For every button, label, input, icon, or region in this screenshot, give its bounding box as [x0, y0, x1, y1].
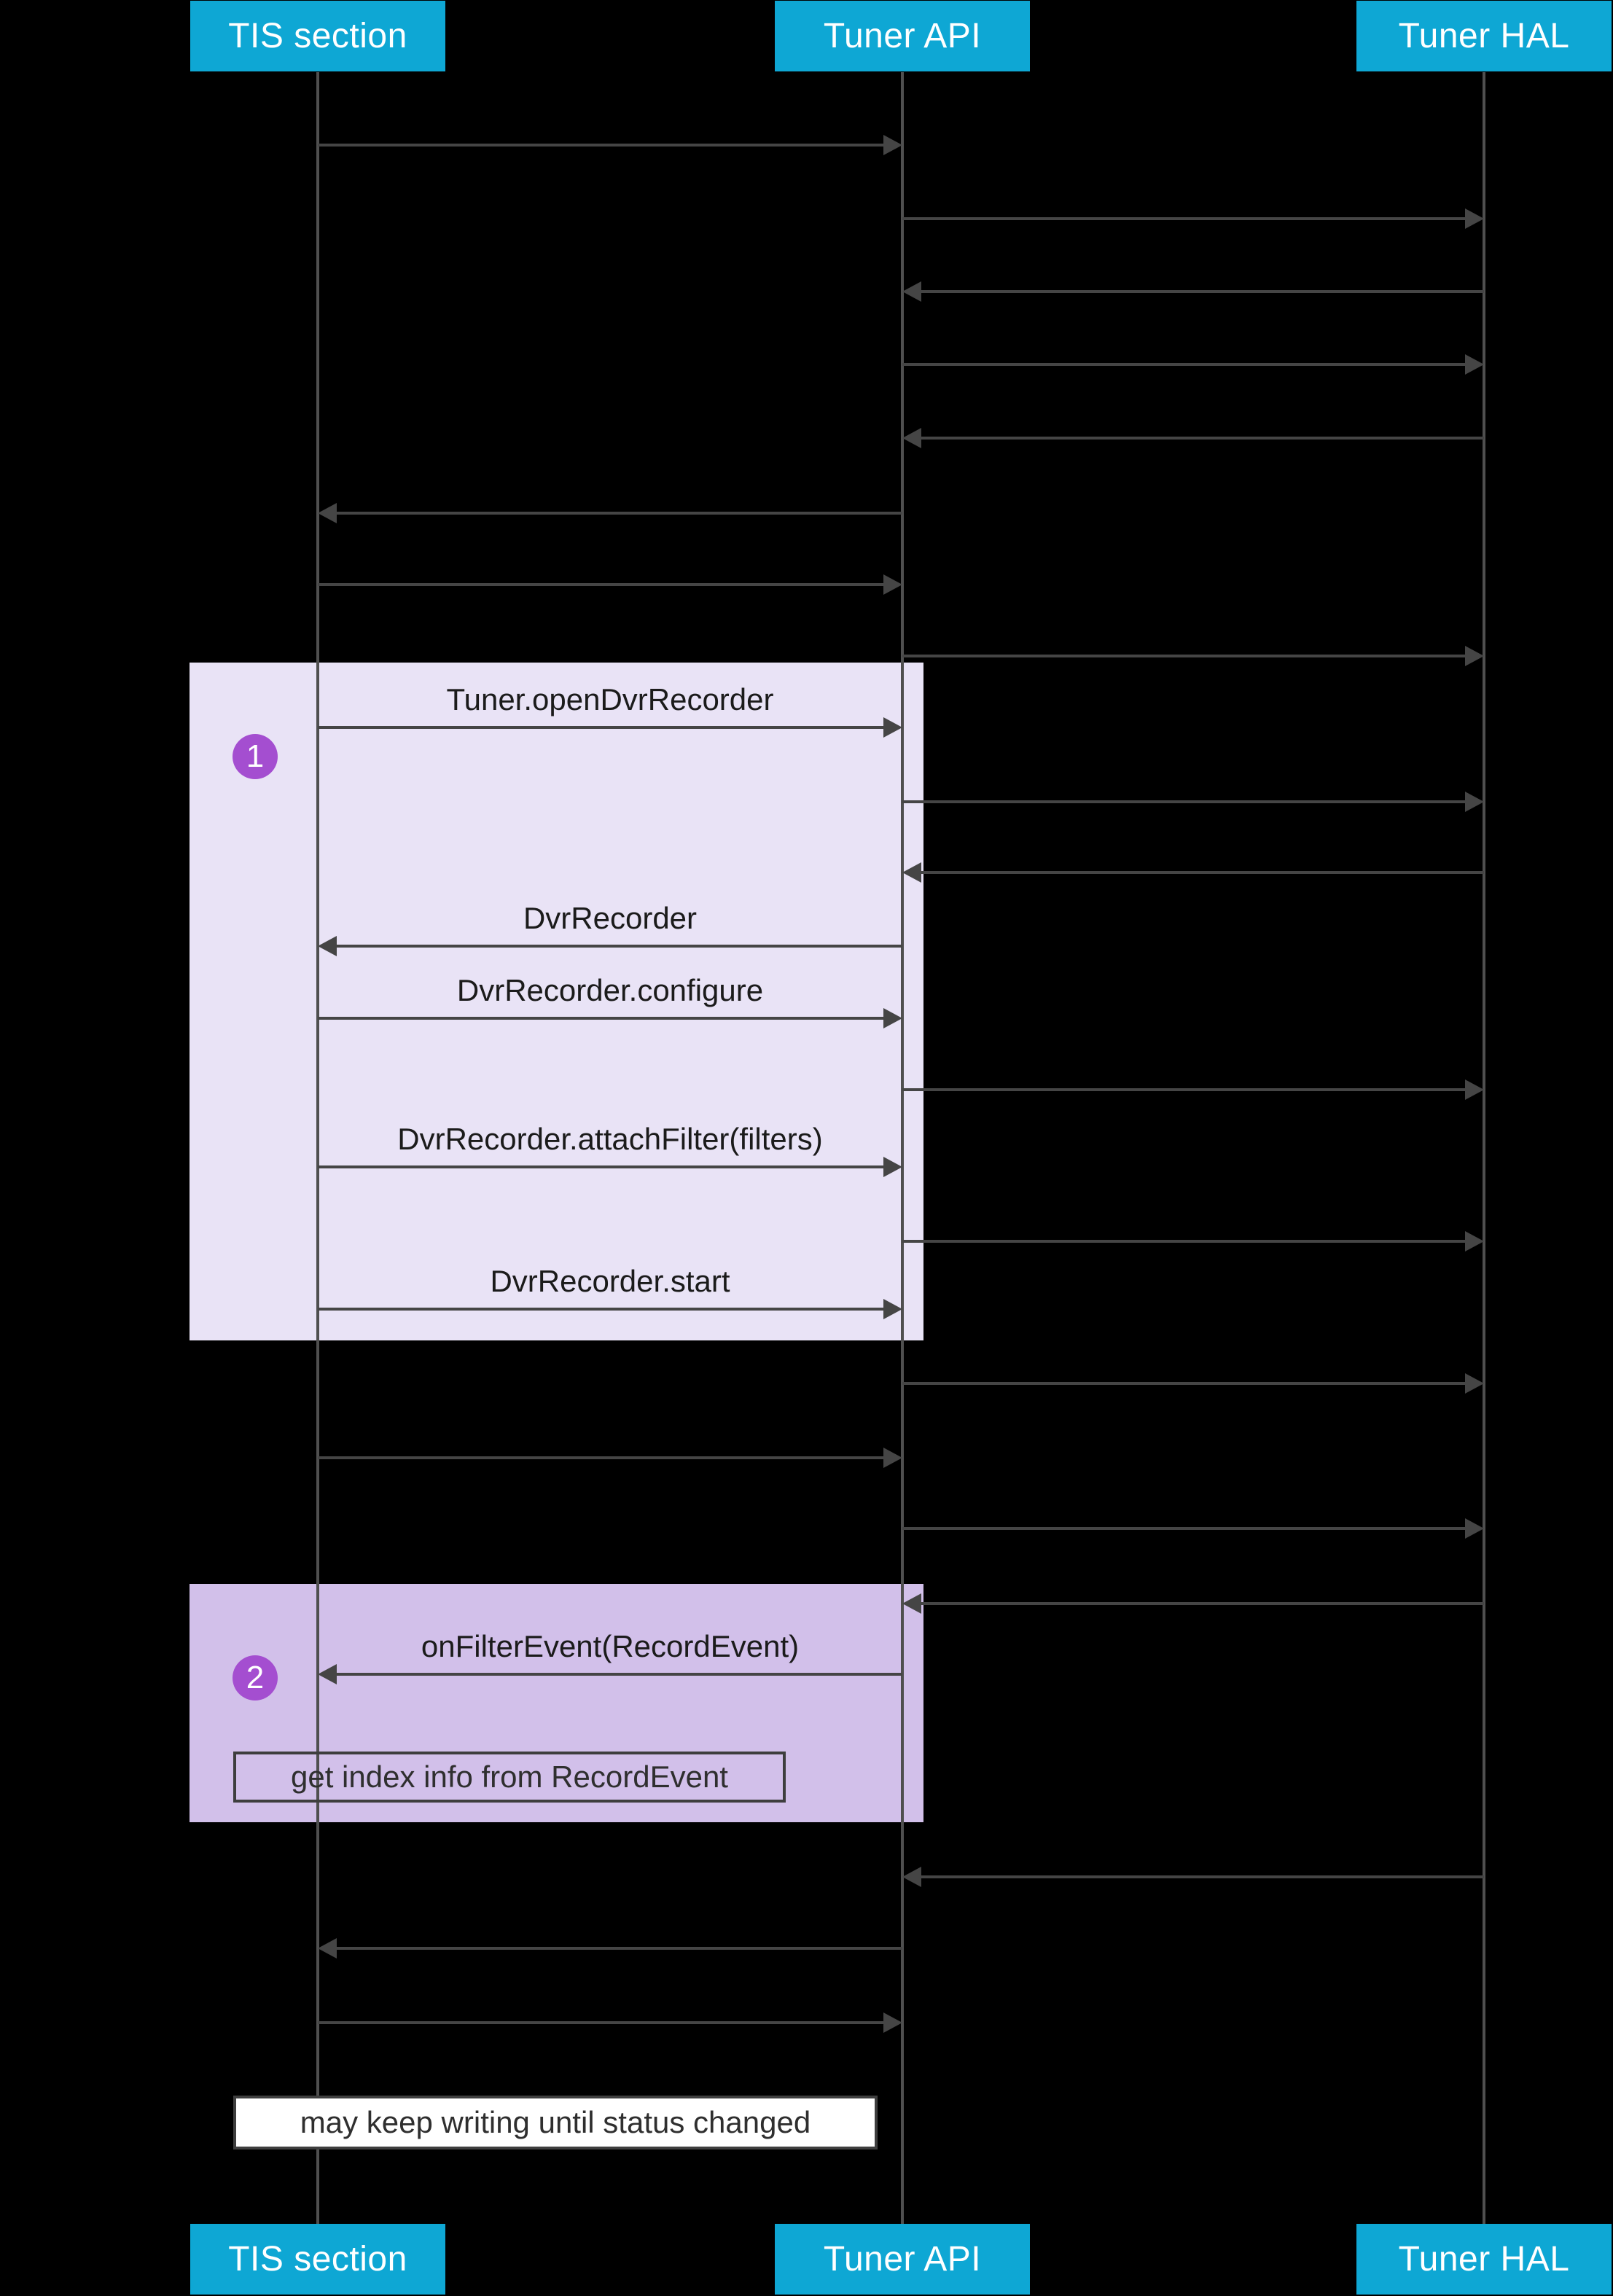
message-label: DvrRecorder.attachFilter(filters)	[397, 1122, 823, 1156]
message-label: DvrRecorder.configure	[456, 973, 764, 1007]
fragment-1	[190, 663, 923, 1340]
message-line	[902, 217, 1468, 220]
message-line	[918, 1602, 1484, 1605]
message-arrowhead	[883, 135, 902, 155]
participant-top-hal: Tuner HAL	[1356, 1, 1612, 71]
fragment-2	[190, 1584, 923, 1822]
message-arrowhead	[1465, 1373, 1484, 1394]
participant-bottom-hal: Tuner HAL	[1356, 2224, 1612, 2295]
message-line	[918, 437, 1484, 440]
message-arrowhead	[902, 428, 921, 448]
message-line	[902, 1088, 1468, 1091]
message-arrowhead	[318, 1938, 337, 1959]
message-line	[318, 726, 886, 729]
message-arrowhead	[902, 1593, 921, 1614]
message-line	[902, 800, 1468, 803]
message-line	[318, 1165, 886, 1168]
message-line	[318, 1017, 886, 1020]
message-line	[918, 290, 1484, 293]
message-arrowhead	[1465, 208, 1484, 229]
message-line	[902, 1527, 1468, 1530]
message-arrowhead	[318, 503, 337, 523]
message-line	[902, 363, 1468, 366]
message-line	[318, 2021, 886, 2024]
lifeline-tis	[316, 72, 319, 2224]
message-line	[318, 144, 886, 147]
message-line	[334, 945, 902, 948]
lifeline-api	[901, 72, 904, 2224]
message-arrowhead	[883, 717, 902, 738]
message-arrowhead	[883, 1157, 902, 1177]
message-line	[318, 1308, 886, 1311]
message-line	[902, 655, 1468, 657]
participant-top-tis: TIS section	[190, 1, 445, 71]
message-arrowhead	[883, 574, 902, 595]
note-box: may keep writing until status changed	[233, 2096, 878, 2149]
message-arrowhead	[902, 862, 921, 883]
message-arrowhead	[883, 1008, 902, 1028]
message-arrowhead	[883, 1448, 902, 1468]
participant-bottom-tis: TIS section	[190, 2224, 445, 2295]
message-line	[334, 1673, 902, 1676]
message-label: onFilterEvent(RecordEvent)	[421, 1629, 800, 1663]
message-line	[334, 512, 902, 515]
message-line	[902, 1240, 1468, 1243]
message-arrowhead	[883, 2012, 902, 2033]
fragment-number-badge: 1	[233, 734, 278, 779]
message-label: DvrRecorder.start	[490, 1264, 730, 1298]
message-line	[334, 1947, 902, 1950]
participant-bottom-api: Tuner API	[775, 2224, 1030, 2295]
message-arrowhead	[902, 281, 921, 302]
message-arrowhead	[318, 936, 337, 956]
message-arrowhead	[1465, 1079, 1484, 1100]
message-line	[318, 583, 886, 586]
message-line	[918, 1875, 1484, 1878]
message-label: DvrRecorder	[523, 901, 698, 935]
message-label: Tuner.openDvrRecorder	[446, 682, 774, 716]
fragment-number-badge: 2	[233, 1655, 278, 1700]
lifeline-hal	[1483, 72, 1485, 2224]
message-arrowhead	[1465, 1518, 1484, 1539]
note-box: get index info from RecordEvent	[233, 1752, 786, 1803]
participant-top-api: Tuner API	[775, 1, 1030, 71]
message-arrowhead	[1465, 354, 1484, 375]
message-line	[318, 1456, 886, 1459]
message-arrowhead	[902, 1867, 921, 1887]
message-line	[918, 871, 1484, 874]
message-arrowhead	[883, 1299, 902, 1319]
message-arrowhead	[1465, 792, 1484, 812]
message-line	[902, 1382, 1468, 1385]
message-arrowhead	[1465, 646, 1484, 666]
message-arrowhead	[318, 1664, 337, 1684]
message-arrowhead	[1465, 1231, 1484, 1252]
